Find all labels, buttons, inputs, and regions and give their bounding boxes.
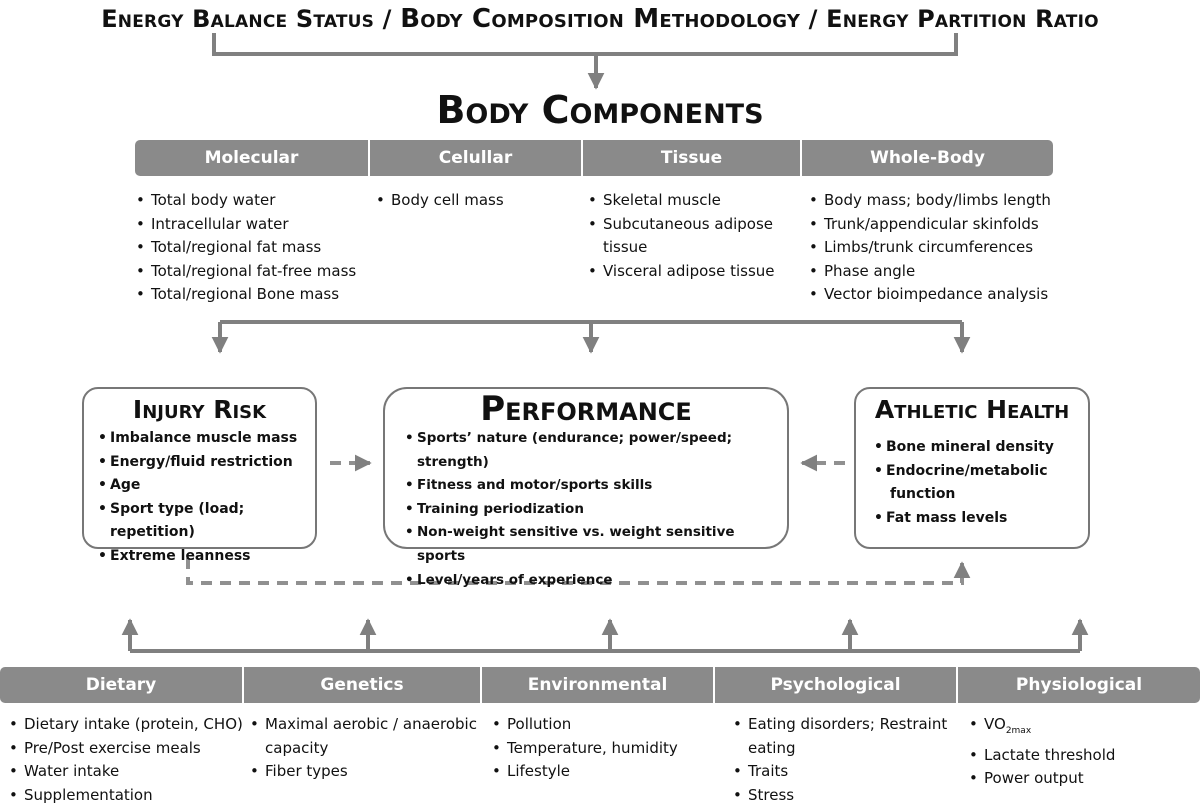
list-item: Fitness and motor/sports skills xyxy=(405,474,787,498)
dashed-injury-to-health xyxy=(186,558,971,585)
divider xyxy=(713,667,715,703)
tissue-list: Skeletal muscle Subcutaneous adipose tis… xyxy=(587,189,775,283)
list-item: Lactate threshold xyxy=(968,744,1115,768)
list-item: Vector bioimpedance analysis xyxy=(808,283,1051,307)
list-item: Fiber types xyxy=(249,760,477,784)
molecular-list: Total body water Intracellular water Tot… xyxy=(135,189,356,307)
vo2-subscript: 2max xyxy=(1005,726,1032,736)
list-item: Level/years of experience xyxy=(405,569,787,593)
list-item: Fat mass levels xyxy=(874,507,1054,531)
list-item: Subcutaneous adipose xyxy=(587,213,775,237)
header-cellular: Celullar xyxy=(438,148,513,168)
list-item: Sports’ nature (endurance; power/speed; … xyxy=(405,427,787,474)
header-psychological: Psychological xyxy=(770,675,901,695)
divider xyxy=(800,140,802,176)
list-item: Extreme leanness xyxy=(98,545,315,569)
psychological-list: Eating disorders; Restraint eating Trait… xyxy=(732,713,947,807)
list-item: Body mass; body/limbs length xyxy=(808,189,1051,213)
components-header-bar xyxy=(135,140,1053,176)
divider xyxy=(956,667,958,703)
list-item: VO2max xyxy=(968,713,1115,744)
athletic-health-list: Bone mineral density Endocrine/metabolic… xyxy=(874,436,1054,530)
header-physiological: Physiological xyxy=(1015,675,1143,695)
header-molecular: Molecular xyxy=(204,148,299,168)
injury-risk-list: Imbalance muscle mass Energy/fluid restr… xyxy=(98,427,315,569)
header-whole-body: Whole-Body xyxy=(870,148,985,168)
list-item: Sport type (load; repetition) xyxy=(98,498,315,545)
performance-title: Performance xyxy=(480,389,692,429)
list-item: Non-weight sensitive vs. weight sensitiv… xyxy=(405,521,787,568)
dietary-list: Dietary intake (protein, CHO) Pre/Post e… xyxy=(8,713,243,807)
cellular-list: Body cell mass xyxy=(375,189,504,213)
list-item: Imbalance muscle mass xyxy=(98,427,315,451)
list-item-continuation: capacity xyxy=(265,738,329,757)
divider xyxy=(581,140,583,176)
header-tissue: Tissue xyxy=(660,148,723,168)
environmental-list: Pollution Temperature, humidity Lifestyl… xyxy=(491,713,678,784)
list-item: Visceral adipose tissue xyxy=(587,260,775,284)
list-item: Temperature, humidity xyxy=(491,737,678,761)
athletic-health-box: Athletic Health Bone mineral density End… xyxy=(854,387,1090,549)
genetics-list: Maximal aerobic / anaerobic capacity Fib… xyxy=(249,713,477,784)
list-item: Lifestyle xyxy=(491,760,678,784)
list-item: Stress xyxy=(732,784,947,807)
list-item: Total body water xyxy=(135,189,356,213)
list-item: Eating disorders; Restraint xyxy=(732,713,947,737)
header-dietary: Dietary xyxy=(85,675,157,695)
energy-balance-label: Energy Balance Status xyxy=(101,5,375,33)
top-bracket-line xyxy=(212,33,958,56)
list-item: Body cell mass xyxy=(375,189,504,213)
divider xyxy=(242,667,244,703)
energy-partition-label: Energy Partition Ratio xyxy=(826,5,1099,33)
title-separator: / xyxy=(374,5,401,33)
list-item: Pre/Post exercise meals xyxy=(8,737,243,761)
athletic-health-title: Athletic Health xyxy=(874,395,1070,424)
list-item: Supplementation xyxy=(8,784,243,807)
list-item: Total/regional fat mass xyxy=(135,236,356,260)
list-item: Phase angle xyxy=(808,260,1051,284)
injury-risk-box: Injury Risk Imbalance muscle mass Energy… xyxy=(82,387,317,568)
list-item: Power output xyxy=(968,767,1115,791)
injury-risk-title: Injury Risk xyxy=(132,395,267,424)
list-item: Age xyxy=(98,474,315,498)
list-item: Trunk/appendicular skinfolds xyxy=(808,213,1051,237)
physiological-list: VO2max Lactate threshold Power output xyxy=(968,713,1115,791)
list-item: Total/regional fat-free mass xyxy=(135,260,356,284)
title-separator: / xyxy=(800,5,827,33)
list-item: Water intake xyxy=(8,760,243,784)
divider xyxy=(368,140,370,176)
list-item-continuation: tissue xyxy=(603,238,648,257)
list-item: Endocrine/metabolic xyxy=(874,460,1054,484)
list-item: Energy/fluid restriction xyxy=(98,451,315,475)
divider xyxy=(480,667,482,703)
top-title: Energy Balance Status / Body Composition… xyxy=(0,4,1200,34)
performance-list: Sports’ nature (endurance; power/speed; … xyxy=(405,427,787,592)
body-composition-label: Body Composition Methodology xyxy=(400,4,801,34)
factors-header-bar xyxy=(0,667,1200,703)
performance-box: Performance Sports’ nature (endurance; p… xyxy=(383,387,789,592)
list-item-continuation: eating xyxy=(748,738,796,757)
header-genetics: Genetics xyxy=(320,675,404,695)
main-title: Body Components xyxy=(436,88,764,132)
list-item: Intracellular water xyxy=(135,213,356,237)
list-item: Traits xyxy=(732,760,947,784)
list-item-continuation: function xyxy=(890,486,956,503)
list-item: Training periodization xyxy=(405,498,787,522)
vo2-label: VO xyxy=(984,715,1006,733)
list-item: Total/regional Bone mass xyxy=(135,283,356,307)
list-item: Bone mineral density xyxy=(874,436,1054,460)
list-item: Skeletal muscle xyxy=(587,189,775,213)
list-item: Pollution xyxy=(491,713,678,737)
list-item: Dietary intake (protein, CHO) xyxy=(8,713,243,737)
whole-body-list: Body mass; body/limbs length Trunk/appen… xyxy=(808,189,1051,307)
list-item: Limbs/trunk circumferences xyxy=(808,236,1051,260)
list-item: Maximal aerobic / anaerobic xyxy=(249,713,477,737)
header-environmental: Environmental xyxy=(527,675,668,695)
